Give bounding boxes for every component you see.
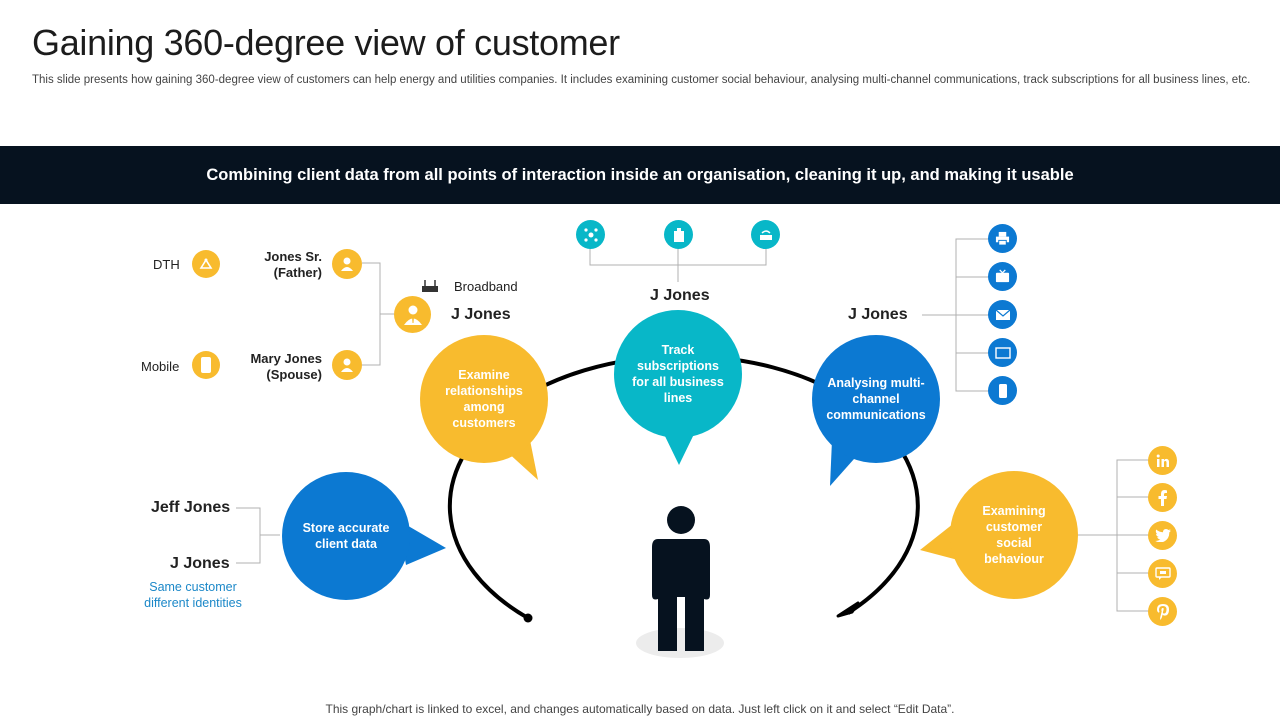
social-bubble: Examining customer social behaviour xyxy=(950,471,1078,599)
communications-bubble: Analysing multi-channel communications xyxy=(812,335,940,463)
television-icon xyxy=(988,262,1017,291)
relationships-bubble: Examine relationships among customers xyxy=(420,335,548,463)
businessman-icon xyxy=(394,296,431,333)
spouse-person-icon xyxy=(332,350,362,380)
router-device-icon xyxy=(751,220,780,249)
pinterest-icon[interactable] xyxy=(1148,597,1177,626)
communications-name: J Jones xyxy=(848,306,908,323)
identity-name-2: J Jones xyxy=(170,555,230,572)
subscriptions-name: J Jones xyxy=(650,287,710,304)
router-icon xyxy=(422,280,438,292)
page-title: Gaining 360-degree view of customer xyxy=(32,22,620,63)
dth-label: DTH xyxy=(153,257,180,272)
printer-icon xyxy=(988,224,1017,253)
email-icon xyxy=(988,300,1017,329)
store-bubble-text: Store accurate client data xyxy=(302,521,390,551)
relationships-bubble-text: Examine relationships among customers xyxy=(445,368,523,430)
social-bubble-text: Examining customer social behaviour xyxy=(982,504,1046,566)
satellite-dish-icon xyxy=(192,250,220,278)
person-silhouette-icon xyxy=(652,506,710,651)
father-person-icon xyxy=(332,249,362,279)
subscriptions-bubble: Track subscriptions for all business lin… xyxy=(614,310,742,438)
monitor-icon xyxy=(988,338,1017,367)
mobile-label: Mobile xyxy=(141,359,180,374)
smartphone-icon xyxy=(988,376,1017,405)
spouse-label: Mary Jones(Spouse) xyxy=(250,351,322,382)
footer-note: This graph/chart is linked to excel, and… xyxy=(325,702,955,716)
subscriptions-bubble-text: Track subscriptions for all business lin… xyxy=(632,343,724,405)
broadband-label: Broadband xyxy=(454,279,518,294)
chat-icon[interactable] xyxy=(1148,559,1177,588)
twitter-icon[interactable] xyxy=(1148,521,1177,550)
communications-bubble-text: Analysing multi-channel communications xyxy=(826,376,926,422)
mobile-phone-icon xyxy=(192,351,220,379)
store-bubble: Store accurate client data xyxy=(282,472,410,600)
facebook-icon[interactable] xyxy=(1148,483,1177,512)
identities-note: Same customer different identities xyxy=(144,580,242,610)
banner: Combining client data from all points of… xyxy=(0,146,1280,204)
building-icon xyxy=(664,220,693,249)
banner-text: Combining client data from all points of… xyxy=(206,166,1074,184)
relationships-name: J Jones xyxy=(451,306,511,323)
linkedin-icon[interactable] xyxy=(1148,446,1177,475)
page-subtitle: This slide presents how gaining 360-degr… xyxy=(32,74,1251,86)
father-label: Jones Sr.(Father) xyxy=(264,249,322,280)
identity-name-1: Jeff Jones xyxy=(151,499,231,516)
network-icon xyxy=(576,220,605,249)
